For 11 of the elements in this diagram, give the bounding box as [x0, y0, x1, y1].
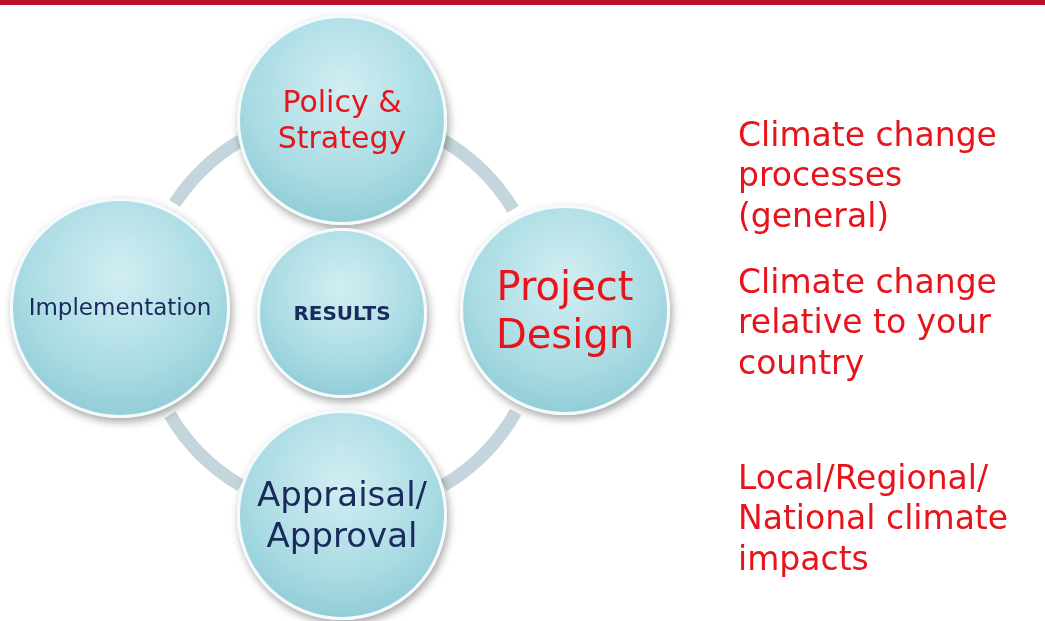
node-label: Policy & Strategy — [276, 84, 408, 156]
ring-connector — [164, 411, 245, 491]
circle-node — [257, 228, 427, 398]
node-label: Project Design — [494, 262, 636, 358]
ring-connector — [439, 408, 522, 491]
node-label: Appraisal/ Approval — [255, 474, 429, 556]
node-label: Implementation — [28, 294, 212, 322]
topic-text: Climate change processes (general) — [738, 115, 998, 236]
topic-text: Climate change relative to your country — [738, 262, 998, 383]
topic-text: Local/Regional/ National climate impacts — [738, 458, 1010, 579]
node-label: RESULTS — [293, 301, 391, 325]
